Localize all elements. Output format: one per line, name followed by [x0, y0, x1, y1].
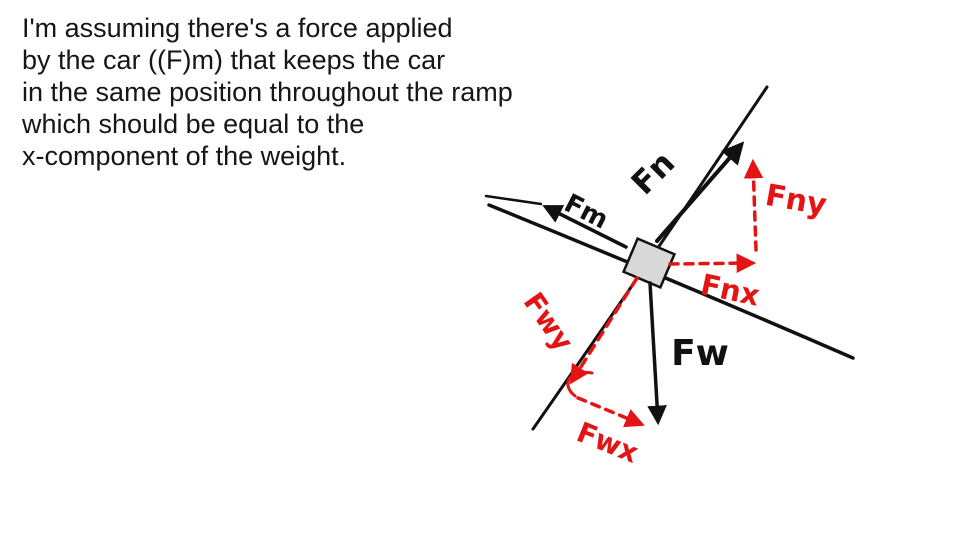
annotation-line-5: x-component of the weight. — [22, 141, 347, 171]
weight-x-component-label: Fwx — [572, 415, 643, 469]
applied-force-label: Fm — [559, 188, 613, 235]
annotation-line-4: which should be equal to the — [22, 109, 365, 139]
applied-force-vector — [542, 205, 628, 249]
weight-y-component-vector — [569, 276, 639, 385]
ramp-line — [487, 203, 855, 360]
weight-label: Fw — [671, 333, 729, 374]
normal-force-label: Fn — [624, 144, 682, 202]
normal-x-component-label: Fnx — [698, 267, 763, 313]
weight-y-component-label: Fwy — [517, 286, 580, 357]
annotation-line-1: I'm assuming there's a force applied — [22, 13, 453, 43]
note-pointer-line — [484, 194, 543, 206]
weight-x-component-vector — [576, 396, 645, 428]
angle-arc — [566, 370, 594, 398]
annotation-line-3: in the same position throughout the ramp — [22, 77, 513, 107]
normal-force-vector — [655, 141, 745, 243]
weight-vector — [647, 281, 667, 426]
normal-x-component-vector — [668, 253, 757, 273]
annotation-text: I'm assuming there's a force applied by … — [22, 12, 513, 172]
annotation-line-2: by the car ((F)m) that keeps the car — [22, 45, 446, 75]
car-box — [621, 236, 677, 290]
normal-y-component-vector — [743, 158, 764, 252]
normal-y-component-label: Fny — [763, 178, 830, 223]
